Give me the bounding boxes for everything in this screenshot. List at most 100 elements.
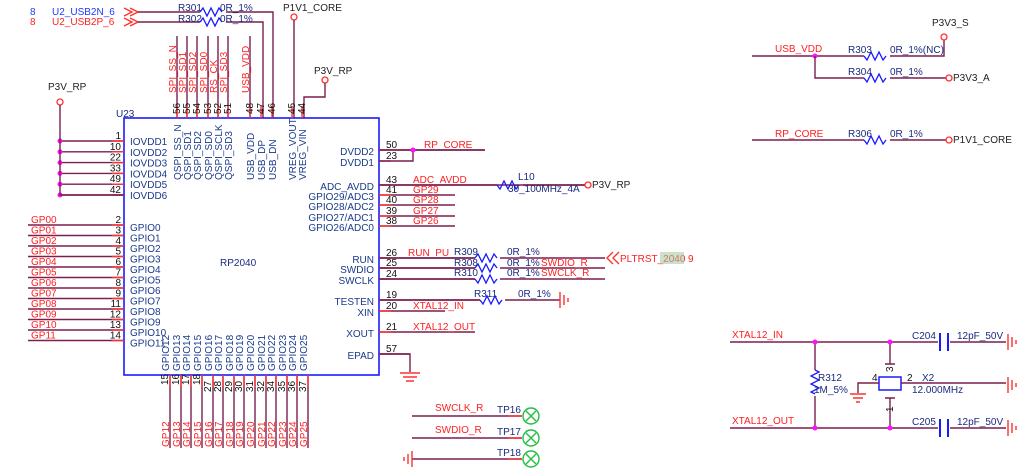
c205-value: 12pF_50V [957, 417, 1003, 428]
net-label: GP04 [31, 257, 57, 268]
net-label: GP19 [235, 421, 246, 447]
testpoint[interactable]: TP18 [412, 448, 540, 468]
offpage-pltrst[interactable]: PLTRST_2040 9 [606, 251, 694, 265]
pin-number: 18 [192, 373, 203, 385]
pin-number: 52 [213, 102, 224, 114]
x2-ref: X2 [922, 373, 935, 384]
resistor-icon [863, 134, 887, 146]
junction-dot [887, 425, 893, 431]
resistor-icon [863, 50, 887, 62]
resistor-icon [479, 294, 503, 306]
power-label: P1V1_CORE [953, 135, 1012, 146]
power-label: P3V_RP [48, 82, 87, 93]
net-label: SPI_SD0 [199, 51, 210, 93]
resistor-icon [474, 252, 498, 264]
pin-number: 50 [386, 140, 398, 151]
testpoint-icon [522, 407, 540, 425]
inductor-icon [496, 179, 520, 191]
net-label: GP07 [31, 289, 57, 300]
testpoint-ref: TP16 [497, 405, 521, 416]
net-label: SPI_SD3 [219, 51, 230, 93]
r306-ref: R306 [848, 129, 872, 140]
offpage-usb-p[interactable]: 8 U2_USB2P_6 [30, 17, 140, 28]
pin-number: 38 [386, 216, 398, 227]
pin-name: QSPI_SCLK [214, 124, 225, 180]
r312-ref: R312 [818, 373, 842, 384]
pin-name: XOUT [346, 329, 374, 340]
pin-number: 14 [110, 331, 122, 342]
pin-number: 22 [110, 153, 122, 164]
net-label: GP06 [31, 278, 57, 289]
junction-dot [887, 339, 893, 345]
crystal-pin: 3 [885, 366, 896, 372]
testpoint[interactable]: TP16 SWCLK_R [412, 403, 540, 425]
pin-number: 47 [256, 102, 267, 114]
pin-number: 39 [386, 206, 398, 217]
pin-number: 44 [297, 102, 308, 114]
testpoint-ref: TP18 [497, 448, 521, 459]
power-port-icon [321, 76, 329, 84]
pin-name: QSPI_SD1 [183, 131, 194, 180]
net-label: SWCLK_R [435, 403, 483, 414]
net-label: GP15 [193, 421, 204, 447]
pin-number: 4 [115, 236, 121, 247]
net-label: SPI_SS_N [168, 45, 179, 93]
power-port-icon [584, 181, 592, 189]
power-label: P1V1_CORE [283, 3, 342, 14]
pin-name: QSPI_SD0 [204, 131, 215, 180]
net-swclk-r: SWCLK_R [541, 268, 589, 279]
net-label: RUN_PU [408, 248, 449, 259]
pin-name: USB_VDD [246, 133, 257, 180]
testpoint-icon [522, 429, 540, 447]
net-prefix: PLTRST_ [620, 254, 664, 265]
